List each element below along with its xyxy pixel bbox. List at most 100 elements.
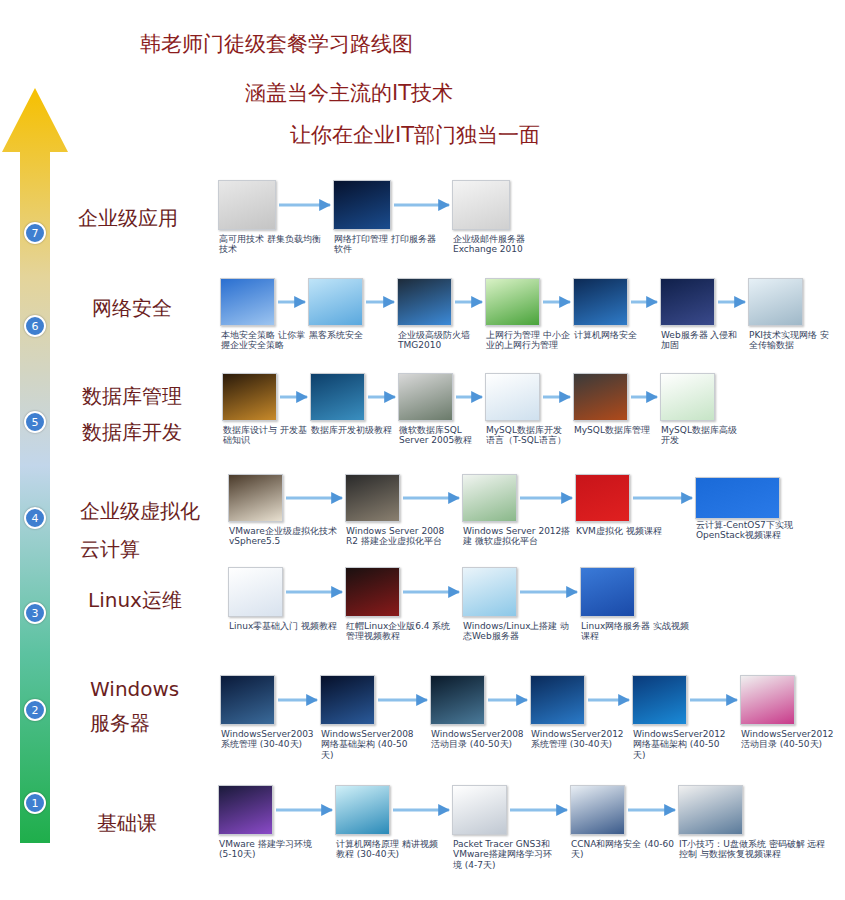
course-card: WindowsServer2012 系统管理 (30-40天): [530, 675, 585, 725]
course-caption: 网络打印管理 打印服务器软件: [334, 234, 442, 255]
flow-arrow: [456, 396, 482, 399]
flow-arrow: [366, 301, 394, 304]
course-caption-text: WindowsServer2012 系统管理 (30-40天): [531, 729, 627, 750]
course-caption: 本地安全策略 让你掌握企业安全策略: [221, 330, 305, 351]
step-circle: 3: [24, 602, 46, 624]
course-card: VMware 搭建学习环境 (5-10天): [218, 785, 273, 835]
course-caption: 计算机网络原理 精讲视频教程 (30-40天): [336, 839, 440, 860]
course-caption: 微软数据库SQL Server 2005教程: [399, 425, 483, 446]
step-circle: 5: [24, 411, 46, 433]
course-caption: MySQL数据库管理: [574, 425, 658, 435]
category-label: 企业级应用: [78, 205, 208, 231]
course-caption-text: Web服务器 入侵和加固: [661, 330, 745, 351]
step-circle: 2: [24, 699, 46, 721]
course-card: WindowsServer2008 活动目录 (40-50天): [430, 675, 485, 725]
course-card: Linux零基础入门 视频教程: [228, 567, 283, 617]
course-card: 网络打印管理 打印服务器软件: [333, 180, 391, 230]
course-caption-text: 上网行为管理 中小企业的上网行为管理: [486, 330, 570, 351]
course-card: Windows Server 2012搭建 微软虚拟化平台: [462, 474, 517, 522]
course-caption: 黑客系统安全: [309, 330, 393, 340]
category-label: 基础课: [97, 810, 197, 836]
course-caption: WindowsServer2012 活动目录 (40-50天): [741, 729, 837, 750]
step-number: 2: [32, 705, 39, 716]
course-caption-text: 微软数据库SQL Server 2005教程: [399, 425, 483, 446]
step-circle: 4: [24, 507, 46, 529]
course-caption: VMware 搭建学习环境 (5-10天): [219, 839, 323, 860]
course-caption-text: 红帽Linux企业版6.4 系统管理视频教程: [346, 621, 456, 642]
course-caption: CCNA和网络安全 (40-60天): [571, 839, 675, 860]
course-caption: 企业级邮件服务器 Exchange 2010: [453, 234, 561, 255]
flow-arrow: [488, 699, 527, 702]
course-caption-text: 高可用技术 群集负载均衡技术: [219, 234, 327, 255]
course-card: 数据库开发初级教程: [310, 373, 365, 421]
course-caption: WindowsServer2008 活动目录 (40-50天): [431, 729, 527, 750]
course-caption-text: 计算机网络原理 精讲视频教程 (30-40天): [336, 839, 440, 860]
course-caption-text: MySQL数据库管理: [574, 425, 658, 435]
step-circle: 6: [24, 315, 46, 337]
course-card: MySQL数据库管理: [573, 373, 628, 421]
course-caption-text: MySQL数据库开发 语言（T-SQL语言）: [486, 425, 570, 446]
step-circle: 1: [24, 792, 46, 814]
course-caption: 计算机网络安全: [574, 330, 658, 340]
course-card: CCNA和网络安全 (40-60天): [570, 785, 625, 835]
course-caption-text: MySQL数据库高级开发: [661, 425, 745, 446]
flow-arrow: [278, 301, 305, 304]
course-card: WindowsServer2003 系统管理 (30-40天): [220, 675, 275, 725]
course-card: 企业级高级防火墙 TMG2010: [397, 278, 452, 326]
course-card: Linux网络服务器 实战视频课程: [580, 567, 635, 617]
flow-arrow: [276, 809, 332, 812]
flow-arrow: [403, 591, 459, 594]
step-number: 3: [32, 608, 39, 619]
course-card: MySQL数据库高级开发: [660, 373, 715, 421]
flow-arrow: [633, 497, 692, 500]
course-caption-text: KVM虚拟化 视频课程: [576, 526, 684, 536]
subtitle: 涵盖当今主流的IT技术: [245, 80, 453, 107]
course-caption-text: WindowsServer2012 网络基础架构 (40-50天): [633, 729, 729, 760]
course-caption-text: WindowsServer2008 网络基础架构 (40-50天): [321, 729, 417, 760]
course-card: WindowsServer2008 网络基础架构 (40-50天): [320, 675, 375, 725]
flow-arrow: [510, 809, 567, 812]
course-card: Windows Server 2008 R2 搭建企业虚拟化平台: [345, 474, 400, 522]
course-card: 高可用技术 群集负载均衡技术: [218, 180, 276, 230]
step-number: 6: [32, 321, 39, 332]
course-caption-text: 计算机网络安全: [574, 330, 658, 340]
category-label: Windows 服务器: [90, 672, 185, 740]
flow-arrow: [280, 396, 307, 399]
course-caption: 企业级高级防火墙 TMG2010: [398, 330, 482, 351]
course-card: KVM虚拟化 视频课程: [575, 474, 630, 522]
course-caption: KVM虚拟化 视频课程: [576, 526, 684, 536]
course-caption-text: PKI技术实现网络 安全传输数据: [749, 330, 833, 351]
course-card: 企业级邮件服务器 Exchange 2010: [452, 180, 510, 230]
course-caption: VMware企业级虚拟化技术vSphere5.5: [229, 526, 337, 547]
category-label: 网络安全: [92, 295, 202, 321]
course-caption: WindowsServer2003 系统管理 (30-40天): [221, 729, 317, 750]
course-caption: Web服务器 入侵和加固: [661, 330, 745, 351]
course-caption: MySQL数据库开发 语言（T-SQL语言）: [486, 425, 570, 446]
course-card: Packet Tracer GNS3和 VMware搭建网络学习环境 (4-7天…: [452, 785, 507, 835]
flow-arrow: [520, 497, 572, 500]
course-caption-text: WindowsServer2008 活动目录 (40-50天): [431, 729, 527, 750]
course-caption: WindowsServer2008 网络基础架构 (40-50天): [321, 729, 417, 760]
course-card: 红帽Linux企业版6.4 系统管理视频教程: [345, 567, 400, 617]
course-caption-text: VMware企业级虚拟化技术vSphere5.5: [229, 526, 337, 547]
course-card: Web服务器 入侵和加固: [660, 278, 715, 326]
flow-arrow: [520, 591, 577, 594]
course-caption: 云计算-CentOS7下实现 OpenStack视频课程: [696, 520, 804, 541]
flow-arrow: [628, 809, 675, 812]
flow-arrow: [543, 301, 570, 304]
course-caption: MySQL数据库高级开发: [661, 425, 745, 446]
course-caption: Linux零基础入门 视频教程: [229, 621, 339, 631]
step-circle: 7: [24, 222, 46, 244]
course-card: 本地安全策略 让你掌握企业安全策略: [220, 278, 275, 326]
flow-arrow: [278, 699, 317, 702]
course-caption: WindowsServer2012 网络基础架构 (40-50天): [633, 729, 729, 760]
course-card: 上网行为管理 中小企业的上网行为管理: [485, 278, 540, 326]
course-caption: Windows Server 2012搭建 微软虚拟化平台: [463, 526, 571, 547]
course-caption-text: WindowsServer2012 活动目录 (40-50天): [741, 729, 837, 750]
flow-arrow: [378, 699, 427, 702]
flow-arrow: [631, 301, 657, 304]
course-card: 计算机网络原理 精讲视频教程 (30-40天): [335, 785, 390, 835]
course-card: 计算机网络安全: [573, 278, 628, 326]
